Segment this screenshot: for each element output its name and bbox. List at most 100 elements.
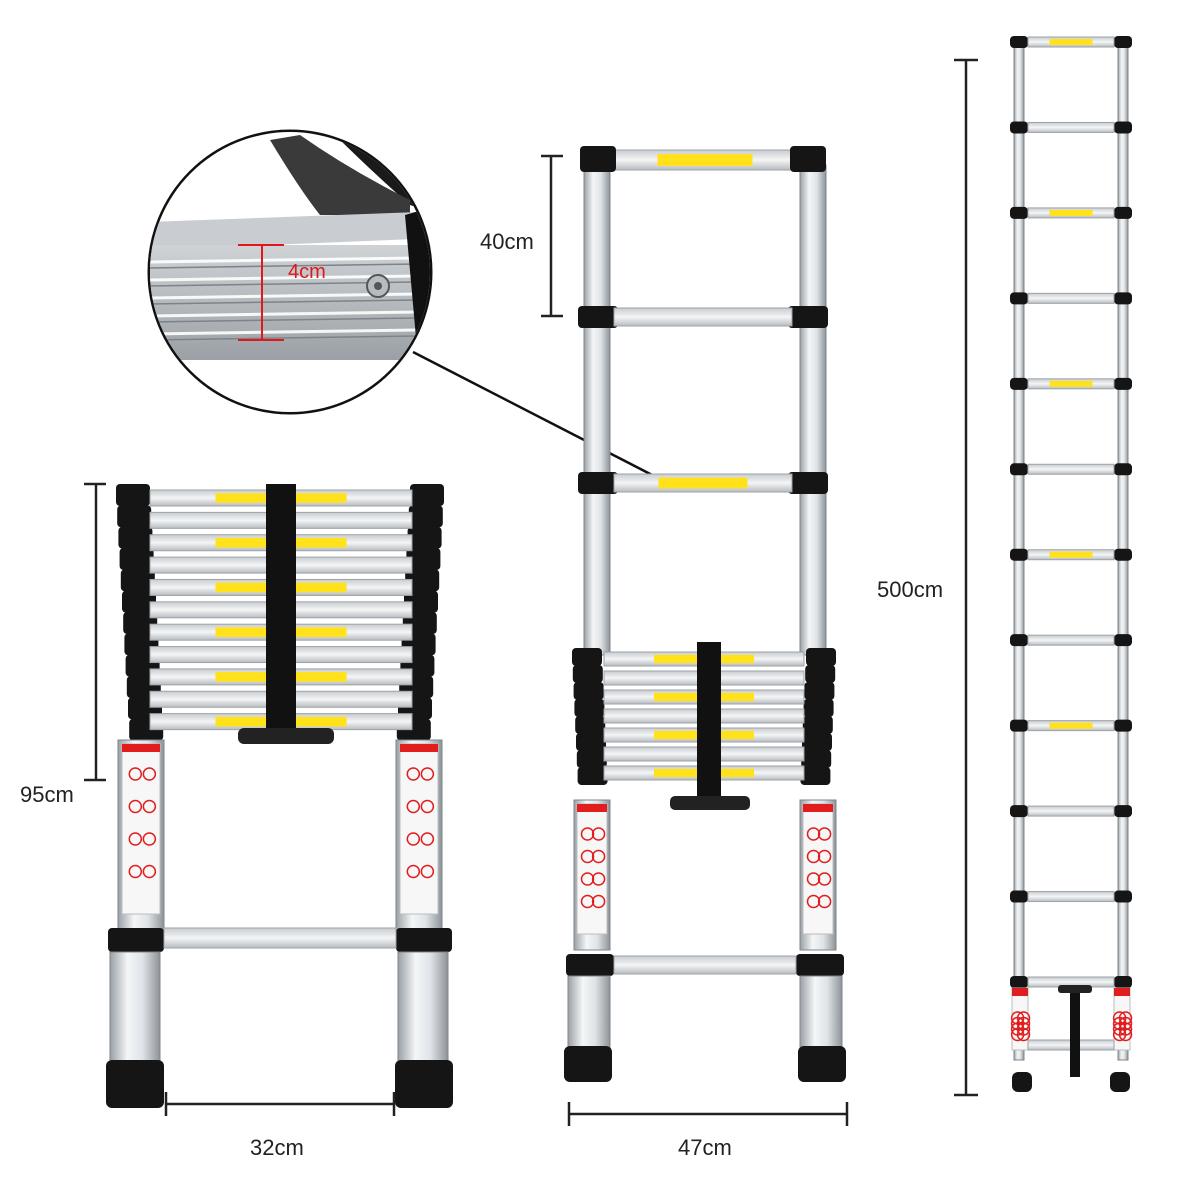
rail-clamp xyxy=(405,569,440,592)
rail-clamp xyxy=(406,548,441,570)
ladder-rail xyxy=(799,975,843,1053)
warning-pictogram xyxy=(1118,1027,1133,1042)
rail-clamp xyxy=(1114,548,1132,561)
strap-handle xyxy=(238,728,334,744)
warning-pictogram xyxy=(806,827,821,841)
warning-sticker xyxy=(1049,380,1093,387)
ladder-rail xyxy=(109,951,161,1063)
rail-clamp xyxy=(1010,634,1028,647)
safety-header xyxy=(400,744,438,752)
rung-detail-zoom xyxy=(147,129,659,480)
warning-pictogram xyxy=(817,872,832,886)
ladder-rung xyxy=(1027,634,1115,646)
safety-instruction-panel xyxy=(576,803,608,935)
rail-clamp xyxy=(574,699,605,717)
rail-clamp xyxy=(117,505,152,528)
rail-clamp xyxy=(1010,206,1028,219)
rail-clamp xyxy=(802,733,832,751)
warning-pictogram xyxy=(817,827,832,841)
warning-pictogram xyxy=(128,799,143,814)
warning-pictogram xyxy=(142,832,157,846)
warning-pictogram xyxy=(420,832,435,846)
warning-pictogram xyxy=(142,864,157,879)
warning-pictogram xyxy=(142,799,157,814)
rail-clamp xyxy=(572,665,603,683)
rail-clamp xyxy=(804,682,835,700)
safety-header xyxy=(122,744,160,752)
rail-clamp xyxy=(1114,206,1132,219)
warning-sticker xyxy=(1049,551,1093,558)
rail-clamp xyxy=(572,648,602,666)
warning-pictogram xyxy=(420,864,435,879)
warning-pictogram xyxy=(420,767,435,781)
rail-clamp xyxy=(408,505,443,528)
rubber-foot xyxy=(564,1046,612,1082)
ladder-rung xyxy=(1027,121,1115,133)
warning-sticker xyxy=(657,154,753,166)
rail-clamp xyxy=(1114,36,1132,48)
rail-clamp xyxy=(119,548,154,570)
rail-clamp xyxy=(396,928,452,952)
rail-clamp xyxy=(1114,719,1132,732)
rail-clamp xyxy=(118,526,153,549)
rail-clamp xyxy=(806,648,836,666)
safety-header xyxy=(577,804,607,812)
warning-pictogram xyxy=(406,767,421,781)
rubber-foot xyxy=(106,1060,164,1108)
rail-clamp xyxy=(805,665,836,683)
rail-clamp xyxy=(1114,634,1132,647)
rail-clamp xyxy=(575,716,606,734)
rail-clamp xyxy=(1114,121,1132,134)
rail-clamp xyxy=(573,682,604,700)
warning-sticker xyxy=(1049,209,1093,216)
warning-pictogram xyxy=(142,767,157,781)
rail-clamp xyxy=(122,590,156,613)
ladder-rung xyxy=(1027,463,1115,475)
base-width-label: 47cm xyxy=(678,1135,732,1160)
warning-pictogram xyxy=(817,849,832,864)
extended-height-label: 500cm xyxy=(877,577,944,602)
warning-pictogram xyxy=(420,799,435,814)
rail-clamp xyxy=(580,146,616,172)
rail-clamp xyxy=(1010,36,1028,48)
warning-pictogram xyxy=(406,799,421,814)
ladder-rung xyxy=(1027,891,1115,903)
rail-clamp xyxy=(800,767,831,785)
strap-handle xyxy=(1058,985,1092,993)
ladder-rail xyxy=(567,975,611,1053)
ladder-rail xyxy=(799,164,827,656)
folded-width-label: 32cm xyxy=(250,1135,304,1160)
rail-clamp xyxy=(576,733,606,751)
rail-clamp xyxy=(1010,976,1028,988)
rung-depth-label: 4cm xyxy=(288,261,326,283)
rail-clamp xyxy=(802,716,833,734)
rail-clamp xyxy=(1010,805,1028,818)
rail-clamp xyxy=(1114,292,1132,305)
rail-clamp xyxy=(1010,548,1028,561)
rail-clamp xyxy=(788,306,828,328)
safety-instruction-panel xyxy=(802,803,834,935)
rail-clamp xyxy=(116,484,150,506)
ladder-rung xyxy=(613,307,793,327)
rail-clamp xyxy=(1114,377,1132,390)
warning-pictogram xyxy=(591,894,606,909)
warning-pictogram xyxy=(128,832,143,846)
rubber-foot xyxy=(1110,1072,1130,1092)
warning-pictogram xyxy=(580,827,595,841)
warning-pictogram xyxy=(406,864,421,879)
rubber-foot xyxy=(1012,1072,1032,1092)
partially-extended-ladder xyxy=(564,146,846,1082)
rail-clamp xyxy=(576,750,607,768)
rail-clamp xyxy=(410,484,444,506)
rail-clamp xyxy=(108,928,164,952)
safety-header xyxy=(1114,988,1130,996)
transport-strap xyxy=(266,484,296,730)
ladder-rail xyxy=(397,951,449,1063)
warning-pictogram xyxy=(128,864,143,879)
rail-clamp xyxy=(1010,121,1028,134)
rail-clamp xyxy=(788,472,828,494)
warning-pictogram xyxy=(1112,1027,1127,1042)
folded-ladder xyxy=(106,484,453,1108)
safety-header xyxy=(1012,988,1028,996)
